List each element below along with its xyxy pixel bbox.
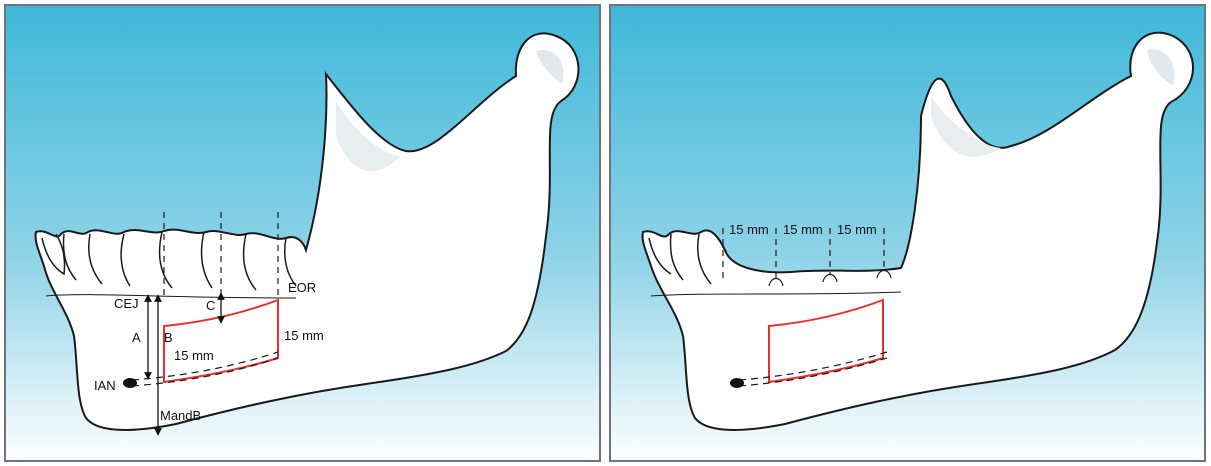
label-cej: CEJ [114,296,139,311]
label-height-15mm: 15 mm [284,328,324,343]
label-a: A [132,330,141,345]
label-seg3: 15 mm [837,222,877,237]
label-seg1: 15 mm [729,222,769,237]
left-panel: CEJ A B C EOR 15 mm 15 mm IAN MandB [4,4,601,462]
label-eor: EOR [288,280,316,295]
right-panel: 15 mm 15 mm 15 mm [609,4,1206,462]
right-diagram: 15 mm 15 mm 15 mm [611,6,1206,462]
label-c: C [206,298,215,313]
label-seg2: 15 mm [783,222,823,237]
label-width-15mm: 15 mm [174,348,214,363]
label-ian: IAN [94,378,116,393]
label-b: B [164,330,173,345]
ian-foramen [123,378,137,388]
left-diagram: CEJ A B C EOR 15 mm 15 mm IAN MandB [6,6,601,462]
label-mandb: MandB [160,408,201,423]
ian-foramen [730,378,744,388]
